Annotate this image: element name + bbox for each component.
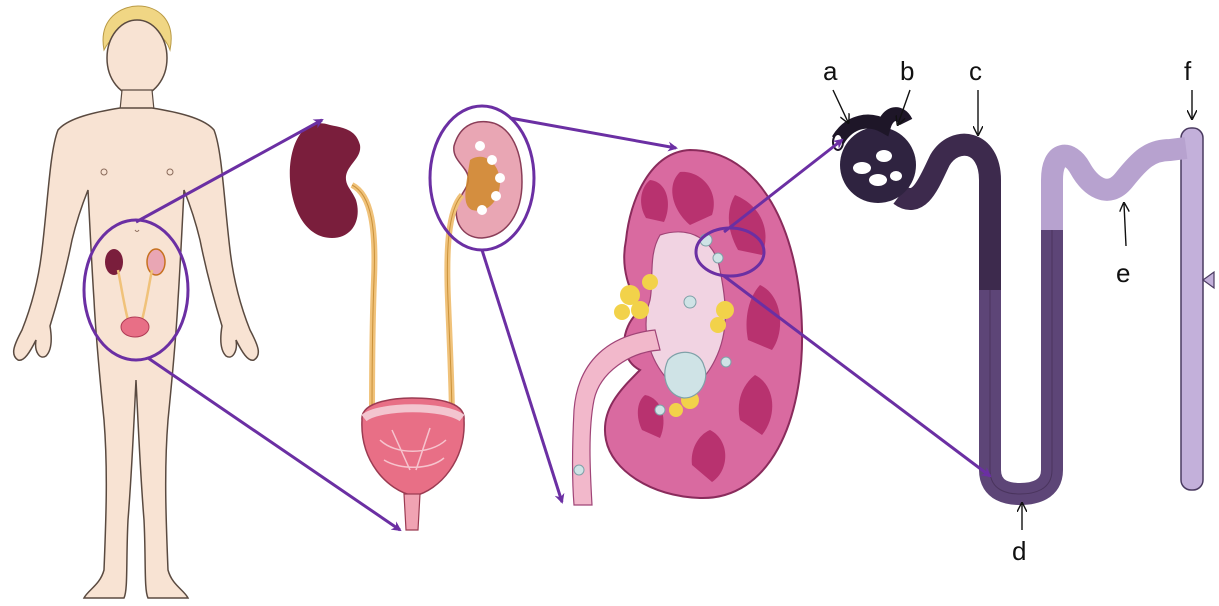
human-figure (14, 6, 259, 598)
kidney-section (560, 148, 802, 506)
mini-kidney-right (147, 249, 165, 275)
kidney-stone-large (665, 352, 706, 398)
nephron (833, 114, 1214, 494)
bowmans-capsule (840, 127, 916, 203)
label-d: d (1012, 536, 1026, 566)
head (107, 20, 167, 96)
label-b: b (900, 56, 914, 86)
left-kidney (290, 123, 360, 238)
torso (14, 108, 259, 598)
label-a: a (823, 56, 838, 86)
urethra (404, 494, 420, 530)
mini-bladder (121, 317, 149, 337)
arrow-body-to-bladder (148, 358, 400, 530)
label-f: f (1184, 56, 1192, 86)
arrow-kidney-to-section-bottom (482, 250, 562, 502)
mini-kidney-left (105, 249, 123, 275)
urinary-tract (290, 106, 534, 530)
label-c: c (969, 56, 982, 86)
collecting-duct (1181, 128, 1203, 490)
arrow-kidney-to-section-top (510, 118, 676, 148)
label-e: e (1116, 258, 1130, 288)
